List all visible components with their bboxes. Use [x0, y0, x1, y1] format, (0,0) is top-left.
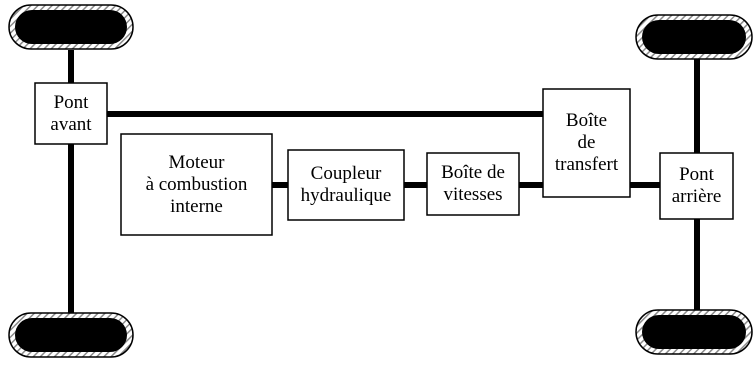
wheel-front-left — [8, 4, 134, 50]
wheel-rear-left — [8, 312, 134, 358]
label-line: vitesses — [443, 184, 503, 205]
label-line: avant — [50, 113, 92, 135]
block-moteur — [120, 133, 273, 236]
label-line: Boîte — [565, 110, 608, 131]
label-line: Pont — [679, 164, 714, 185]
label-line: arrière — [671, 186, 722, 207]
label-boite-transfert: Boîte de transfert — [543, 89, 630, 197]
block-pont-arriere — [659, 152, 734, 220]
label-line: de — [577, 132, 596, 153]
label-moteur: Moteur à combustion interne — [121, 134, 272, 235]
label-line: transfert — [554, 154, 619, 175]
label-line: Coupleur — [310, 163, 382, 184]
label-boite-vitesses: Boîte de vitesses — [427, 153, 519, 215]
label-line: à combustion — [145, 173, 248, 195]
label-line: interne — [170, 195, 223, 217]
label-line: Moteur — [168, 151, 225, 173]
label-line: Boîte de — [441, 162, 505, 183]
label-pont-arriere: Pont arrière — [660, 153, 733, 219]
block-boite-transfert — [542, 88, 631, 198]
block-boite-vitesses — [426, 152, 520, 216]
wheel-rear-right — [635, 309, 753, 355]
label-line: hydraulique — [300, 185, 392, 206]
block-coupleur — [287, 149, 405, 221]
label-coupleur: Coupleur hydraulique — [288, 150, 404, 220]
block-pont-avant — [34, 82, 108, 145]
label-pont-avant: Pont avant — [35, 83, 107, 144]
label-line: Pont — [53, 91, 89, 113]
wheel-front-right — [635, 14, 753, 60]
